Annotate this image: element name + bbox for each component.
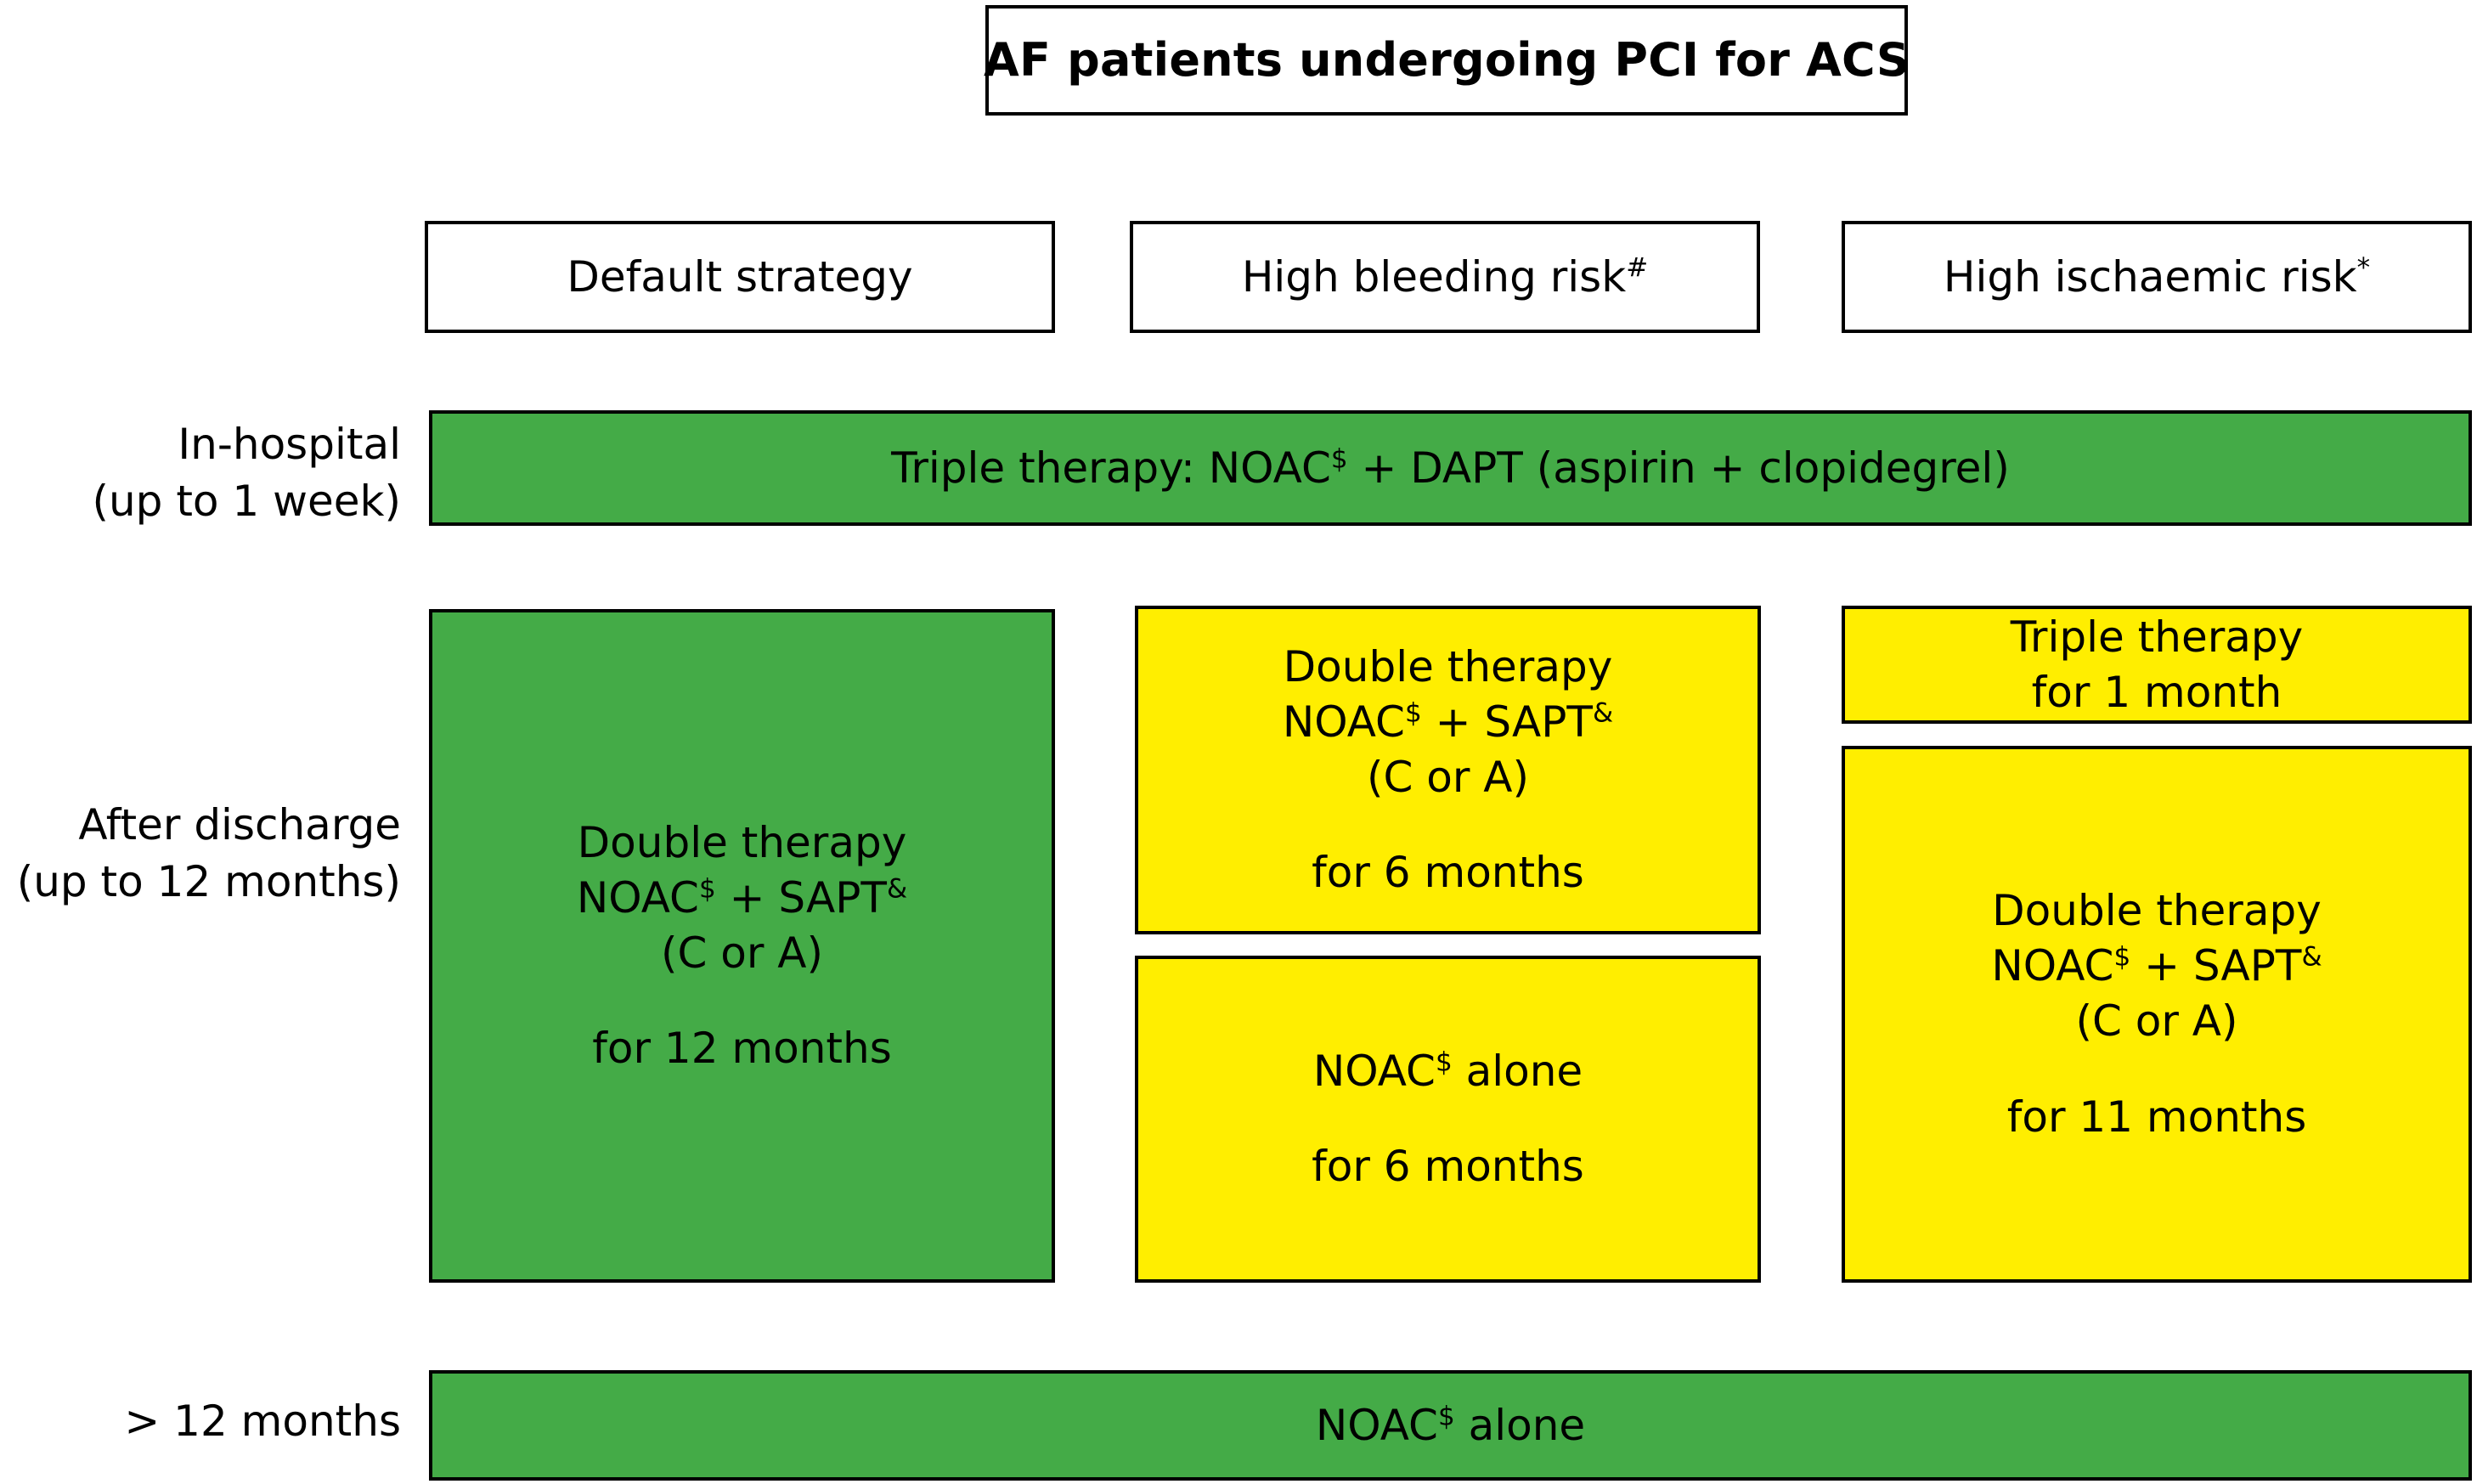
high-bleeding-noac-alone-box: NOAC$ alone for 6 months [1135,956,1761,1283]
ischaemic-double-therapy-line3: (C or A) [2075,996,2238,1047]
default-strategy-double-therapy-box: Double therapy NOAC$ + SAPT& (C or A) fo… [429,609,1055,1283]
row-label-after-discharge-line2: (up to 12 months) [16,856,401,906]
ischaemic-double-therapy-line2: NOAC$ + SAPT& [1991,939,2322,994]
bleeding-footnote-marker: # [1626,251,1649,283]
noac-footnote-marker: $ [2113,941,2131,973]
ischaemic-double-therapy-line1: Double therapy [1992,886,2322,936]
high-bleeding-double-therapy-box: Double therapy NOAC$ + SAPT& (C or A) fo… [1135,606,1761,934]
row-label-in-hospital-line2: (up to 1 week) [92,476,401,526]
row-label-after-discharge: After discharge (up to 12 months) [10,797,401,910]
row-label-over-12-months: > 12 months [10,1393,401,1450]
high-ischaemic-double-therapy-box: Double therapy NOAC$ + SAPT& (C or A) fo… [1842,746,2472,1283]
ischaemic-triple-therapy-duration: for 1 month [2031,667,2282,717]
ischaemic-triple-therapy-line1: Triple therapy [2010,612,2304,662]
bleeding-alone-suffix: alone [1452,1046,1583,1096]
default-double-therapy-line3: (C or A) [660,928,824,978]
column-header-high-bleeding-risk-label: High bleeding risk# [1242,250,1648,305]
over12-alone-suffix: alone [1454,1400,1586,1450]
column-header-high-bleeding-risk: High bleeding risk# [1130,221,1760,333]
bleeding-double-therapy-line2: NOAC$ + SAPT& [1283,695,1613,750]
row-label-over-12-months-text: > 12 months [124,1397,401,1446]
noac-footnote-marker: $ [1404,697,1422,729]
bleeding-label-text: High bleeding risk [1241,251,1627,302]
row-label-in-hospital: In-hospital (up to 1 week) [10,416,401,529]
chart-title-text: AF patients undergoing PCI for ACS [984,32,1910,87]
over-12-months-noac-alone-bar: NOAC$ alone [429,1370,2472,1481]
bleeding-noac-alone-duration: for 6 months [1312,1142,1584,1192]
bleeding-double-therapy-duration: for 6 months [1312,848,1584,898]
ischaemic-noac-text: NOAC [1991,941,2114,991]
over12-noac-text: NOAC [1315,1400,1438,1450]
default-noac-text: NOAC [576,872,699,923]
column-header-high-ischaemic-risk-label: High ischaemic risk* [1944,250,2370,305]
chart-title-box: AF patients undergoing PCI for ACS [984,5,1910,116]
bleeding-noac-text: NOAC [1282,697,1405,747]
row-label-in-hospital-line1: In-hospital [178,420,401,469]
row-label-after-discharge-line1: After discharge [78,800,401,849]
column-header-high-ischaemic-risk: High ischaemic risk* [1842,221,2472,333]
in-hospital-suffix: + DAPT (aspirin + clopidegrel) [1347,443,2010,493]
noac-footnote-marker: $ [1435,1047,1453,1078]
high-ischaemic-triple-therapy-box: Triple therapy for 1 month [1842,606,2472,724]
in-hospital-triple-therapy-text: Triple therapy: NOAC$ + DAPT (aspirin + … [891,441,2010,496]
sapt-footnote-marker: & [1592,697,1614,729]
ischaemic-footnote-marker: * [2356,251,2371,283]
bleeding-double-therapy-line3: (C or A) [1366,752,1530,802]
column-header-default-strategy-label: Default strategy [567,251,913,302]
bleeding-sapt-text: + SAPT [1421,697,1593,747]
noac-footnote-marker: $ [698,873,716,905]
ischaemic-sapt-text: + SAPT [2130,941,2302,991]
over-12-months-noac-alone-text: NOAC$ alone [1316,1398,1585,1453]
in-hospital-prefix: Triple therapy: NOAC [891,443,1331,493]
default-double-therapy-line2: NOAC$ + SAPT& [577,871,907,926]
noac-footnote-marker: $ [1437,1400,1455,1431]
ischaemic-double-therapy-duration: for 11 months [2006,1092,2307,1142]
default-sapt-text: + SAPT [715,872,887,923]
noac-footnote-marker: $ [1330,443,1348,474]
sapt-footnote-marker: & [2301,941,2322,973]
default-double-therapy-duration: for 12 months [592,1024,892,1074]
in-hospital-triple-therapy-bar: Triple therapy: NOAC$ + DAPT (aspirin + … [429,410,2472,526]
sapt-footnote-marker: & [886,873,908,905]
bleeding-noac-alone-line1: NOAC$ alone [1313,1044,1583,1099]
bleeding-noac-alone-text: NOAC [1312,1046,1436,1096]
column-header-default-strategy: Default strategy [425,221,1055,333]
bleeding-double-therapy-line1: Double therapy [1283,641,1613,691]
default-double-therapy-line1: Double therapy [577,817,907,867]
ischaemic-label-text: High ischaemic risk [1943,251,2357,302]
